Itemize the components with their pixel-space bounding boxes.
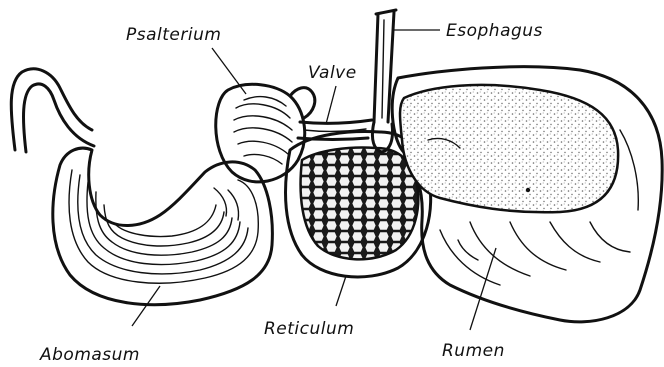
psalterium-label: Psalterium: [126, 25, 221, 45]
duodenum: [11, 69, 94, 152]
leader-rumen: [470, 248, 496, 330]
valve-label: Valve: [308, 63, 357, 83]
abomasum: [53, 148, 273, 305]
psalterium: [216, 84, 315, 182]
leader-psalterium: [212, 48, 246, 94]
abomasum-label: Abomasum: [39, 345, 140, 365]
valve-canal: [298, 120, 372, 140]
esophagus-label: Esophagus: [446, 21, 543, 41]
rumen: [392, 67, 662, 322]
leader-valve: [326, 86, 336, 124]
leader-reticulum: [336, 276, 346, 306]
rumen-label: Rumen: [442, 341, 505, 361]
reticulum-label: Reticulum: [264, 319, 354, 339]
